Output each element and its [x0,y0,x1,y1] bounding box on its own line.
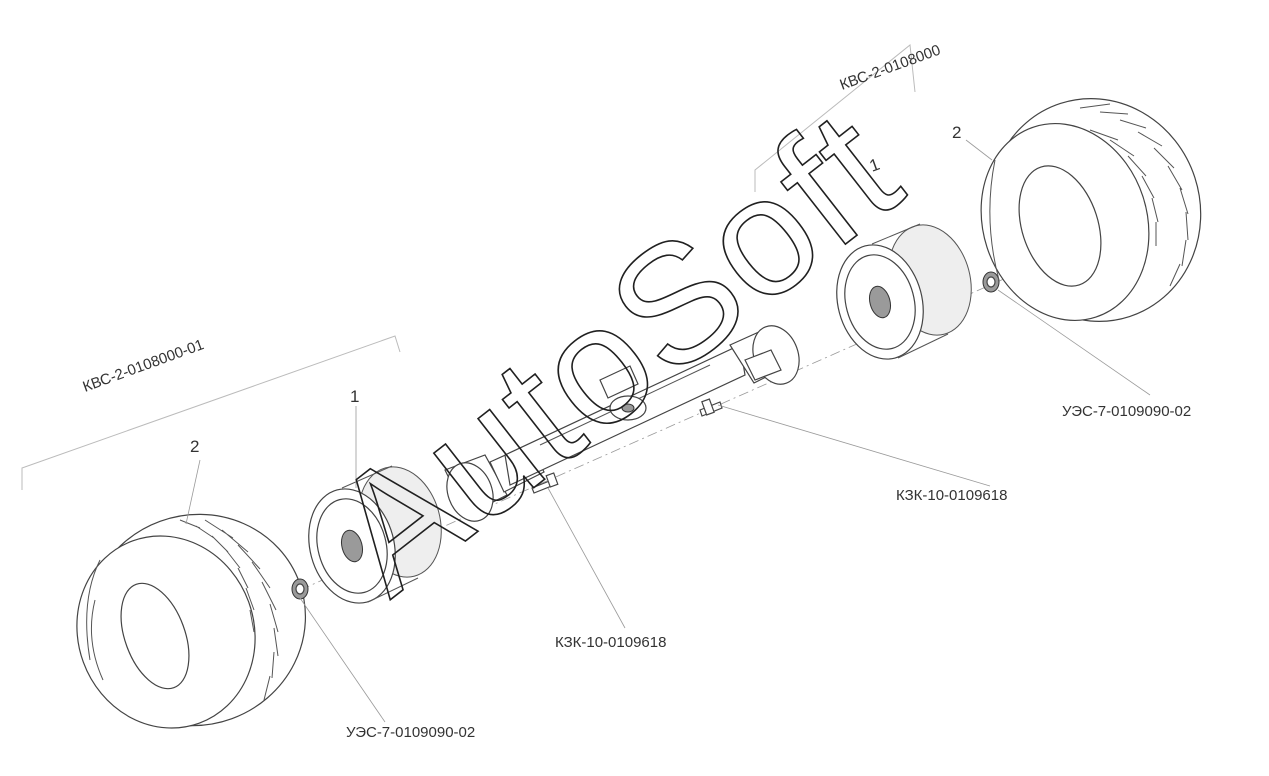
right-hub [729,325,800,385]
part-label-nut-right: УЭС-7-0109090-02 [1062,403,1191,420]
part-label-nut-left: УЭС-7-0109090-02 [346,724,475,741]
leader-stud-left [547,487,626,629]
leader-stud-right [717,404,991,487]
right-assembly-brace [754,44,916,192]
left-tire [76,513,307,729]
right-rim [836,223,972,360]
left-nut [291,578,309,600]
leader-tire-left [185,459,201,525]
leader-nut-left [299,597,386,723]
right-tire [980,98,1202,322]
axle-beam [504,344,746,486]
leader-tire-right [965,139,993,161]
leader-nut-right [997,289,1151,396]
position-label-left-rim: 1 [350,387,359,406]
right-stud [699,398,723,417]
right-nut [982,271,1000,293]
watermark: AutoSoft [296,74,932,629]
position-label-right-tire: 2 [952,123,961,142]
left-assembly-brace [21,335,401,490]
assembly-label-right: КВС-2-0108000 [838,42,943,94]
position-label-left-tire: 2 [190,437,199,456]
part-label-stud-left: КЗК-10-0109618 [555,634,666,651]
left-stud [531,472,559,494]
part-label-stud-right: КЗК-10-0109618 [896,487,1007,504]
assembly-label-left: КВС-2-0108000-01 [81,336,207,396]
left-rim [308,465,442,604]
